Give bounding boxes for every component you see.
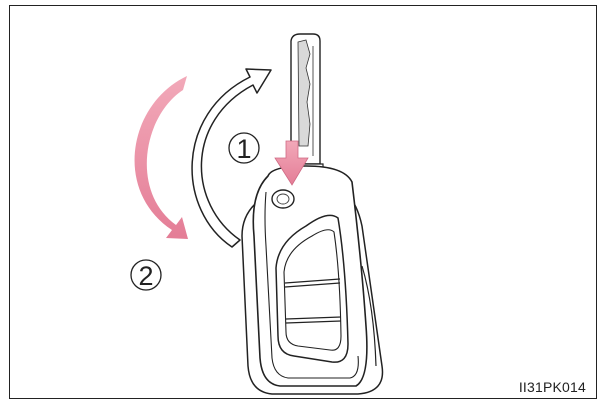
fold-down-arrow	[135, 76, 188, 239]
step-1-label: 1	[236, 134, 251, 164]
illustration-svg: 1 2	[10, 6, 597, 399]
step-1-marker: 1	[229, 133, 259, 164]
release-button	[272, 190, 294, 208]
key-fold-illustration: 1 2	[9, 5, 597, 399]
figure-code: II31PK014	[519, 379, 586, 395]
step-2-label: 2	[138, 261, 153, 291]
step-2-marker: 2	[131, 260, 161, 291]
